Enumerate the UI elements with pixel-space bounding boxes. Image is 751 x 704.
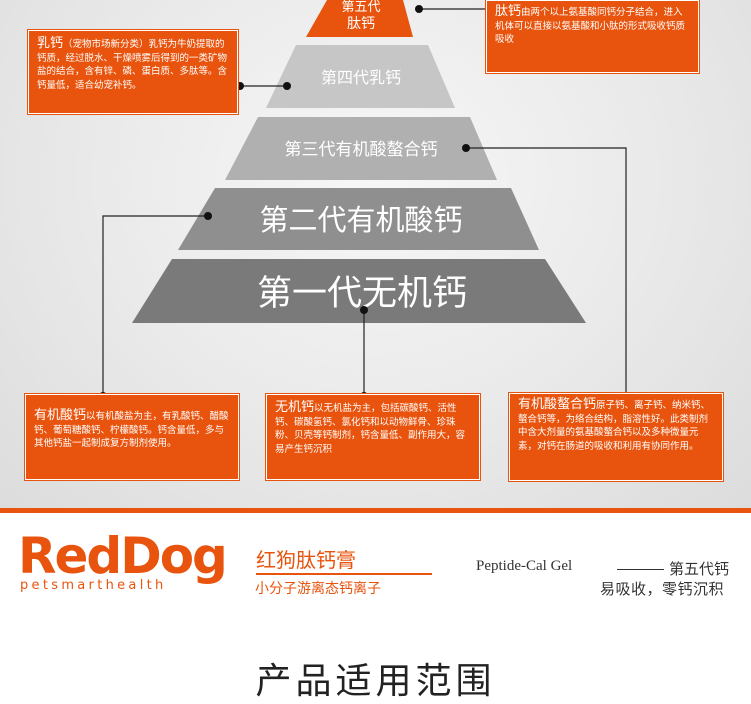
tier-gen3-label: 第三代有机酸螯合钙 [285,140,438,160]
section-title: 产品适用范围 [255,661,496,702]
logo-tagline: petsmarthealth [20,578,167,593]
product-name-en: Peptide-Cal Gel [476,558,573,574]
brand-slogan: 小分子游离态钙离子 [255,581,381,597]
callout-inorganic: 无机钙以无机盐为主，包括碳酸钙、活性钙、碳酸氢钙、氯化钙和以动物鲜骨、珍珠粉、贝… [265,393,481,481]
callout-milk-text: （宠物市场新分类）乳钙为牛奶提取的钙质，经过脱水、干燥喷雾后得到的一类矿物盐的结… [37,39,228,91]
connector-dot [415,5,423,13]
callout-peptide: 肽钙由两个以上氨基酸同钙分子结合，进入机体可以直接以氨基酸和小肽的形式吸收钙质吸… [485,0,700,74]
product-dash [617,569,664,570]
tier-gen2-label: 第二代有机酸钙 [259,203,462,237]
callout-milk-title: 乳钙 [37,36,64,51]
connector-dot [283,82,291,90]
connector-dot [204,212,212,220]
tier-gen4-label: 第四代乳钙 [321,68,401,87]
tier-gen5-label-2: 肽钙 [347,16,375,32]
callout-inorganic-text: 以无机盐为主，包括碳酸钙、活性钙、碳酸氢钙、氯化钙和以动物鲜骨、珍珠粉、贝壳等钙… [275,403,466,455]
callout-chelate: 有机酸螯合钙原子钙、离子钙、纳米钙、螯合钙等，为络合结构，脂溶性好。此类制剂中含… [508,392,724,482]
calcium-pyramid-diagram: 第五代 肽钙 第四代乳钙 第三代有机酸螯合钙 第二代有机酸钙 第一代无机钙 [99,0,630,400]
product-generation: 第五代钙 [669,560,730,578]
tier-gen4 [266,45,455,108]
connector-chelate [466,147,627,396]
brand-product-name: 红狗肽钙膏 [256,548,356,572]
connector-dot [360,306,368,314]
callout-peptide-title: 肽钙 [495,4,522,19]
connector-dot [462,144,470,152]
logo-wordmark: RedDog [18,527,228,585]
callout-chelate-title: 有机酸螯合钙 [518,397,597,412]
callout-organic-acid-title: 有机酸钙 [34,408,87,423]
callout-inorganic-title: 无机钙 [275,400,315,415]
callout-organic-acid-text: 以有机酸盐为主，有乳酸钙、醋酸钙、葡萄糖酸钙、柠檬酸钙。钙含量低，多与其他钙盐一… [34,411,229,449]
reddog-logo: RedDog petsmarthealth [18,528,248,598]
tier-gen3 [225,117,497,180]
tier-gen1 [132,259,586,323]
connector-organic-acid [102,215,208,396]
tier-gen5 [306,0,413,37]
section-divider [0,508,751,513]
brand-underline [256,573,432,575]
callout-organic-acid: 有机酸钙以有机酸盐为主，有乳酸钙、醋酸钙、葡萄糖酸钙、柠檬酸钙。钙含量低，多与其… [24,393,240,481]
product-feature: 易吸收，零钙沉积 [600,580,725,598]
callout-milk: 乳钙（宠物市场新分类）乳钙为牛奶提取的钙质，经过脱水、干燥喷雾后得到的一类矿物盐… [27,29,239,115]
connector-dot [236,82,244,90]
tier-gen2 [178,188,539,250]
callout-chelate-text: 原子钙、离子钙、纳米钙、螯合钙等，为络合结构，脂溶性好。此类制剂中含大剂量的氨基… [518,400,711,452]
callout-peptide-text: 由两个以上氨基酸同钙分子结合，进入机体可以直接以氨基酸和小肽的形式吸收钙质吸收 [495,7,686,45]
tier-gen5-label-1: 第五代 [341,0,380,15]
